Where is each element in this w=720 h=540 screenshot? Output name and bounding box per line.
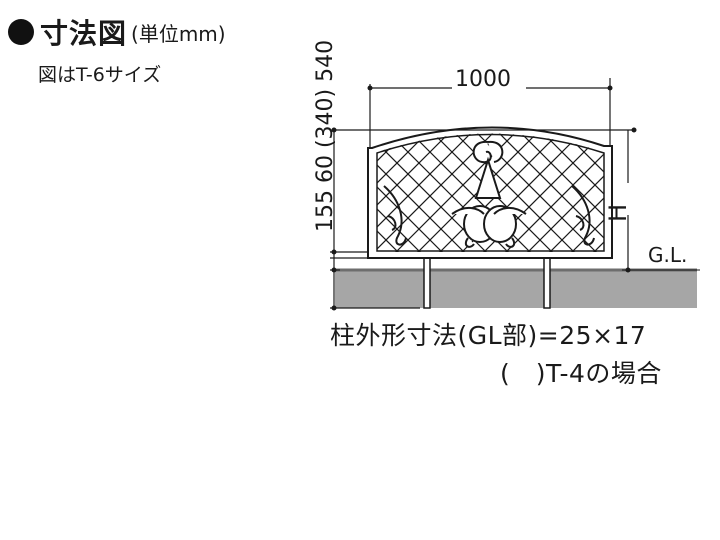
size-caption: 図はT-6サイズ xyxy=(38,64,162,86)
height-label: H xyxy=(604,203,633,223)
bullet-icon xyxy=(8,19,34,45)
fence-inner-frame xyxy=(376,133,605,252)
t4-case-note: ( )T-4の場合 xyxy=(500,359,662,388)
ground-level-label: G.L. xyxy=(648,243,688,267)
side-scroll-left xyxy=(383,185,407,246)
diagram-heading: 寸法図 (単位mm) xyxy=(8,12,226,52)
left-dimension xyxy=(330,130,420,311)
width-value: 1000 xyxy=(455,67,511,92)
height-dimension xyxy=(622,130,700,273)
unit-label: (単位mm) xyxy=(131,21,226,46)
diagram-title: 寸法図 xyxy=(40,17,128,50)
left-dimension-values: 155 60 (340) 540 xyxy=(313,39,338,232)
post-size-note: 柱外形寸法(GL部)=25×17 xyxy=(330,321,647,350)
width-dimension xyxy=(331,78,637,148)
ornament-motif xyxy=(451,140,527,248)
ground-area xyxy=(335,270,697,308)
side-scroll-right xyxy=(571,185,595,246)
